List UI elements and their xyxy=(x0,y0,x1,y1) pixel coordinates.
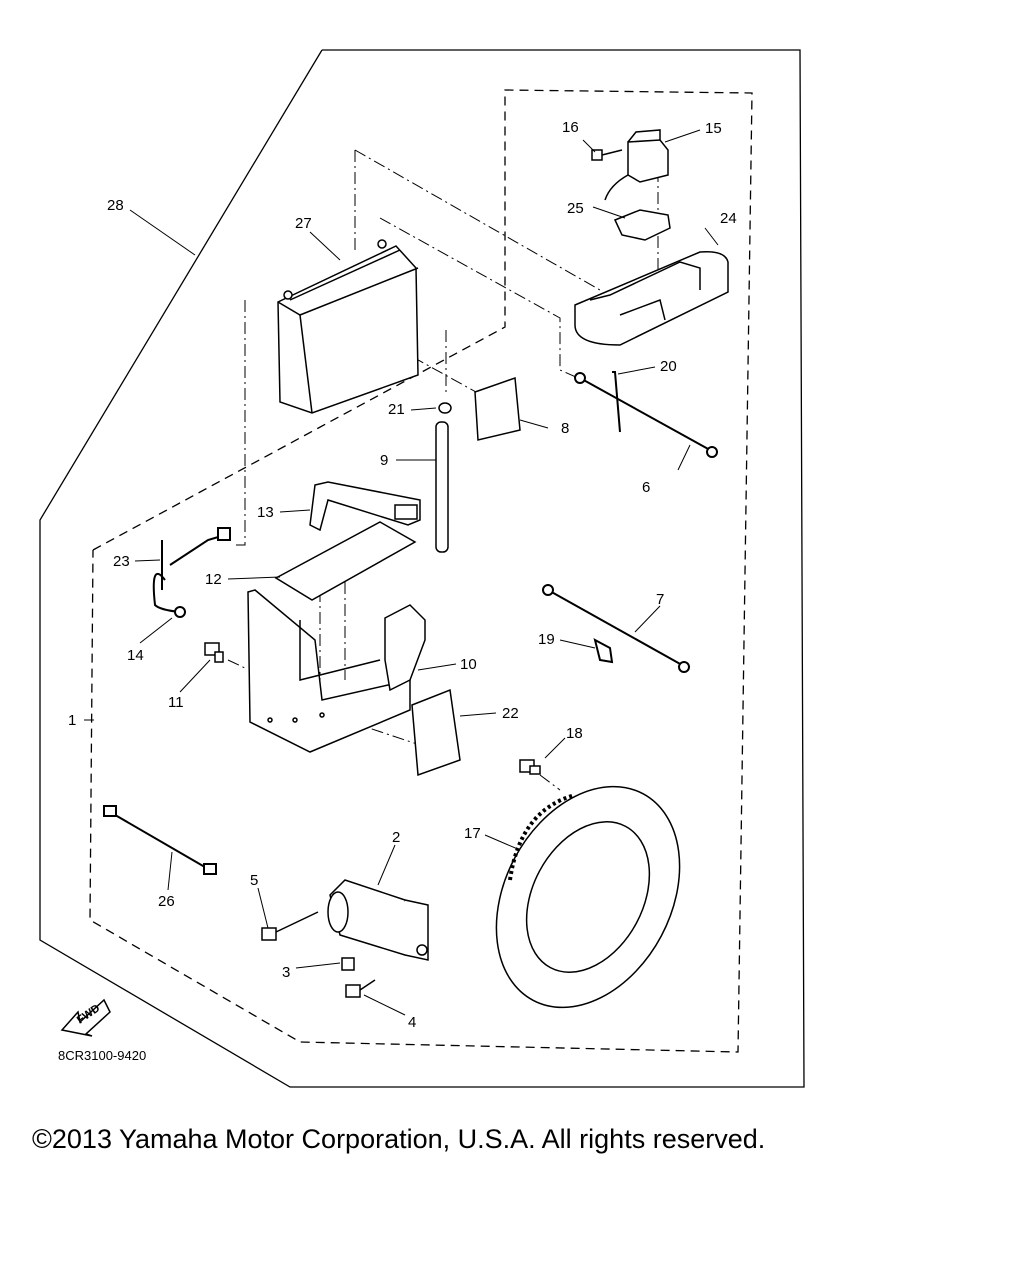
callout-28: 28 xyxy=(107,197,124,214)
seal-plate xyxy=(474,376,521,441)
callout-5: 5 xyxy=(250,872,258,889)
starter-bolt xyxy=(261,911,319,941)
sub-harness xyxy=(103,805,217,875)
callout-24: 24 xyxy=(720,210,737,227)
callout-2: 2 xyxy=(392,829,400,846)
callout-11: 11 xyxy=(168,694,184,711)
battery-band xyxy=(309,481,421,532)
callout-17: 17 xyxy=(464,825,481,842)
starter-lead xyxy=(542,584,690,673)
callout-10: 10 xyxy=(460,656,477,673)
callout-26: 26 xyxy=(158,893,175,910)
protector-plate xyxy=(411,688,461,777)
starter-bolt-2 xyxy=(345,979,376,998)
fuse-box xyxy=(574,250,729,346)
callout-labels: 1 2 3 4 5 6 7 8 9 10 11 12 13 14 15 16 1… xyxy=(68,119,737,1031)
leader-lines xyxy=(84,129,719,1016)
callout-3: 3 xyxy=(282,964,290,981)
battery-box xyxy=(247,589,426,753)
callout-7: 7 xyxy=(656,591,664,608)
battery-sheet xyxy=(274,521,417,601)
callout-20: 20 xyxy=(660,358,677,375)
plus-lead xyxy=(574,371,718,458)
copyright-notice: ©2013 Yamaha Motor Corporation, U.S.A. A… xyxy=(32,1124,766,1154)
callout-4: 4 xyxy=(408,1014,416,1031)
battery xyxy=(277,239,419,414)
starter-disk xyxy=(495,785,681,1009)
callout-9: 9 xyxy=(380,452,388,469)
callout-21: 21 xyxy=(388,401,405,418)
relay-bolt xyxy=(591,149,623,161)
assembly-frame xyxy=(89,89,753,1053)
callout-19: 19 xyxy=(538,631,555,648)
parts-diagram: FWD 1 2 3 4 5 6 xyxy=(39,49,805,1088)
callout-18: 18 xyxy=(566,725,583,742)
callout-13: 13 xyxy=(257,504,274,521)
box-bolt xyxy=(204,642,224,663)
callout-23: 23 xyxy=(113,553,130,570)
starter-relay xyxy=(604,129,669,201)
outer-frame xyxy=(39,49,805,1088)
callout-8: 8 xyxy=(561,420,569,437)
breather-hose xyxy=(435,402,452,553)
callout-27: 27 xyxy=(295,215,312,232)
nut xyxy=(341,957,355,971)
callout-25: 25 xyxy=(567,200,584,217)
drawing-code: 8CR3100-9420 xyxy=(58,1048,146,1063)
relay-bracket xyxy=(613,209,671,241)
callout-16: 16 xyxy=(562,119,579,136)
callout-1: 1 xyxy=(68,712,76,729)
callout-12: 12 xyxy=(205,571,222,588)
starter-motor xyxy=(327,879,429,961)
minus-lead xyxy=(152,527,231,618)
disk-bolt xyxy=(519,759,541,775)
callout-15: 15 xyxy=(705,120,722,137)
callout-22: 22 xyxy=(502,705,519,722)
callout-6: 6 xyxy=(642,479,650,496)
callout-14: 14 xyxy=(127,647,144,664)
fwd-arrow-icon: FWD xyxy=(60,998,111,1037)
